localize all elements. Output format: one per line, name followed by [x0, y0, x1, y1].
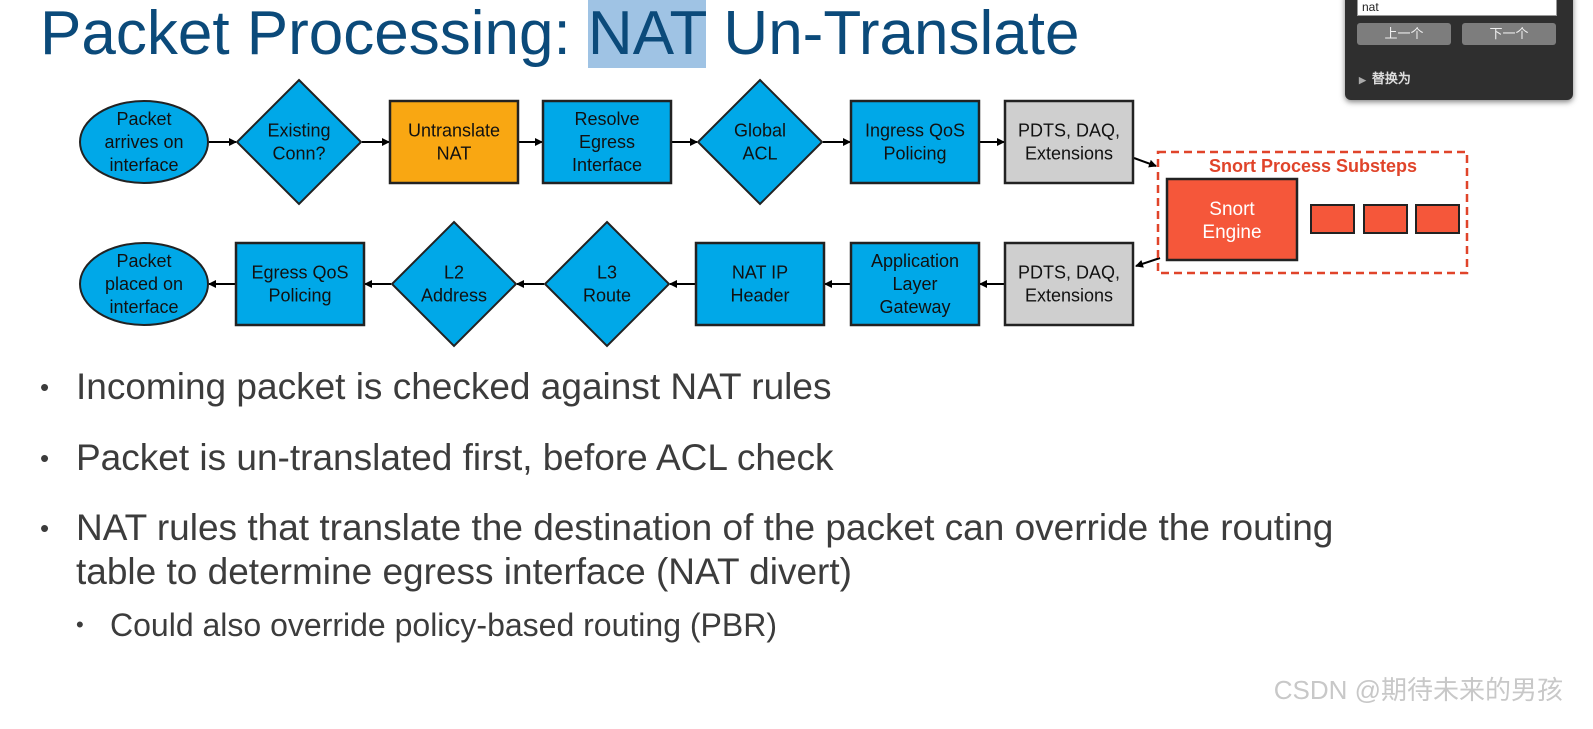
node-label: ACL — [742, 144, 777, 164]
row1-node-0: Packet arrives on interface — [79, 100, 209, 184]
node-label: Egress QoS — [251, 263, 348, 283]
snort-dashed-border — [1156, 150, 1469, 275]
node-label: Address — [421, 286, 487, 306]
node-label: NAT — [437, 144, 472, 164]
bullet-text: Packet is un-translated first, before AC… — [76, 437, 834, 478]
node-label: Global — [734, 121, 786, 141]
expand-arrow-icon: ▶ — [1359, 75, 1366, 85]
snort-engine-label: Engine — [1202, 222, 1261, 243]
node-label: L2 — [444, 263, 464, 283]
slide-title: Packet Processing: NAT Un-Translate — [40, 0, 1079, 72]
bullet-marker: • — [40, 513, 50, 543]
title-search-highlight: NAT — [587, 0, 707, 68]
node-label: Application — [871, 251, 959, 271]
watermark: CSDN @期待未来的男孩 — [1273, 675, 1563, 705]
node-label: Interface — [572, 155, 642, 175]
snort-substep-box — [1415, 204, 1460, 234]
bullet-text: NAT rules that translate the destination… — [76, 507, 1334, 548]
snort-engine-label: Snort — [1209, 199, 1255, 220]
node-label: interface — [109, 297, 178, 317]
find-input[interactable]: nat — [1357, 0, 1557, 16]
flow-arrow — [1135, 257, 1161, 268]
snort-substep-box — [1363, 204, 1408, 234]
node-label: Policing — [883, 144, 946, 164]
snort-engine-box — [1165, 177, 1299, 262]
node-label: Egress — [579, 132, 635, 152]
node-label: Extensions — [1025, 144, 1113, 164]
replace-toggle[interactable]: ▶ 替换为 — [1359, 68, 1411, 87]
node-label: NAT IP — [732, 263, 788, 283]
node-label: interface — [109, 155, 178, 175]
node-label: Existing — [267, 121, 330, 141]
flow-arrows — [208, 138, 1161, 288]
node-label: Extensions — [1025, 286, 1113, 306]
node-label: Layer — [892, 274, 937, 294]
row2-node-0: Packet placed on interface — [79, 242, 209, 326]
node-label: PDTS, DAQ, — [1018, 263, 1120, 283]
sub-bullet-text: Could also override policy-based routing… — [110, 607, 777, 643]
row1-node-6: PDTS, DAQ, Extensions — [1003, 99, 1135, 185]
find-previous-button[interactable]: 上一个 — [1357, 23, 1451, 45]
node-label: Policing — [268, 286, 331, 306]
node-label: L3 — [597, 263, 617, 283]
node-label: Header — [730, 286, 789, 306]
flow-arrow — [1133, 157, 1157, 168]
node-label: arrives on — [104, 132, 183, 152]
node-label: Conn? — [272, 144, 325, 164]
bullet-marker: • — [40, 372, 50, 402]
node-label: Packet — [116, 109, 171, 129]
bullet-marker: • — [40, 443, 50, 473]
row1-node-5: Ingress QoS Policing — [849, 99, 981, 185]
row2-node-1: Egress QoS Policing — [234, 241, 366, 327]
row2-node-4: NAT IP Header — [694, 241, 826, 327]
find-next-button[interactable]: 下一个 — [1462, 23, 1556, 45]
node-label: Ingress QoS — [865, 121, 965, 141]
node-label: PDTS, DAQ, — [1018, 121, 1120, 141]
node-label: Route — [583, 286, 631, 306]
node-label: Gateway — [879, 297, 950, 317]
bullet-text: table to determine egress interface (NAT… — [76, 551, 852, 592]
replace-label: 替换为 — [1371, 71, 1411, 86]
node-label: Packet — [116, 251, 171, 271]
node-label: placed on — [105, 274, 183, 294]
node-label: Untranslate — [408, 121, 500, 141]
node-label: Resolve — [574, 109, 639, 129]
title-text: Packet Processing: — [40, 0, 588, 68]
bullet-text: Incoming packet is checked against NAT r… — [76, 366, 832, 407]
find-replace-panel: nat 上一个 下一个 ▶ 替换为 — [1345, 0, 1573, 100]
snort-substep-box — [1310, 204, 1355, 234]
snort-title: Snort Process Substeps — [1209, 156, 1417, 176]
title-text-rest: Un-Translate — [706, 0, 1080, 68]
bullet-marker: • — [76, 612, 84, 637]
row2-node-6: PDTS, DAQ, Extensions — [1003, 241, 1135, 327]
